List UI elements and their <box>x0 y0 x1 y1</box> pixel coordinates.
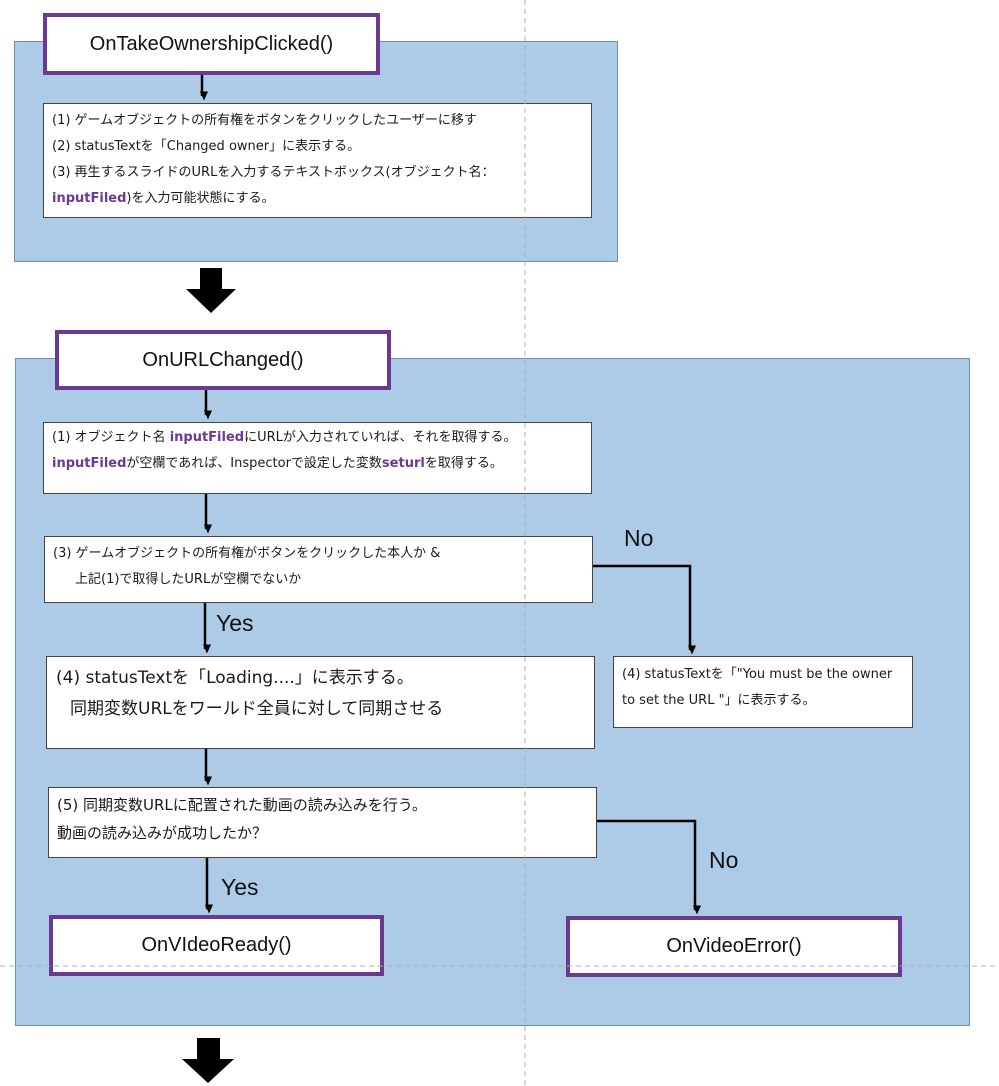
step-line: 同期変数URLをワールド全員に対して同期させる <box>70 699 444 719</box>
step-line: (4) statusTextを「"You must be the owner <box>622 667 893 682</box>
step-line: (4) statusTextを「Loading....」に表示する。 <box>56 668 414 688</box>
step-line: inputFiledが空欄であれば、Inspectorで設定した変数seturl… <box>52 456 503 471</box>
step4-box: (4) statusTextを「Loading....」に表示する。 同期変数U… <box>46 656 595 749</box>
step1-box: (1) オブジェクト名 inputFiledにURLが入力されていれば、それを取… <box>43 422 592 494</box>
step-line: (5) 同期変数URLに配置された動画の読み込みを行う。 <box>57 796 427 814</box>
step-line: 動画の読み込みが成功したか？ <box>57 824 268 842</box>
step-line: (1) ゲームオブジェクトの所有権をボタンをクリックしたユーザーに移す <box>52 113 477 128</box>
step-line: 上記(1)で取得したURLが空欄でないか <box>75 572 302 587</box>
step3-condition-box: (3) ゲームオブジェクトの所有権がボタンをクリックした本人か & 上記(1)で… <box>44 536 593 603</box>
yes-label: Yes <box>221 874 259 900</box>
url-changed-title: OnURLChanged() <box>55 330 391 390</box>
step4-no-box: (4) statusTextを「"You must be the owner t… <box>613 656 913 728</box>
no-label: No <box>709 847 739 873</box>
step-line: inputFiled)を入力可能状態にする。 <box>52 191 275 206</box>
step-line: (1) オブジェクト名 inputFiledにURLが入力されていれば、それを取… <box>52 430 517 445</box>
step-line: (3) ゲームオブジェクトの所有権がボタンをクリックした本人か & <box>53 546 441 561</box>
step-line: (2) statusTextを「Changed owner」に表示する。 <box>52 139 361 154</box>
video-ready-title: OnVIdeoReady() <box>49 915 384 976</box>
take-ownership-title: OnTakeOwnershipClicked() <box>43 13 380 75</box>
take-ownership-steps: (1) ゲームオブジェクトの所有権をボタンをクリックしたユーザーに移す (2) … <box>43 103 592 218</box>
no-label: No <box>624 525 654 551</box>
step-line: to set the URL "」に表示する。 <box>622 693 816 708</box>
step5-box: (5) 同期変数URLに配置された動画の読み込みを行う。 動画の読み込みが成功し… <box>48 787 597 858</box>
yes-label: Yes <box>216 610 254 636</box>
video-error-title: OnVideoError() <box>566 916 902 977</box>
step-line: (3) 再生するスライドのURLを入力するテキストボックス(オブジェクト名： <box>52 165 495 180</box>
